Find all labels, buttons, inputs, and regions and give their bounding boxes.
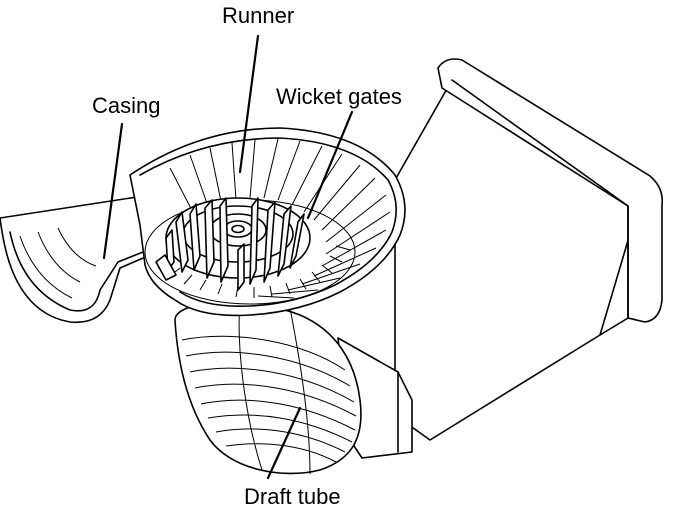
casing-label: Casing <box>92 93 160 118</box>
outlet-duct <box>337 58 664 459</box>
wicket-gates-label: Wicket gates <box>276 84 402 109</box>
draft-tube-label: Draft tube <box>244 484 341 509</box>
runner-leader <box>238 34 260 174</box>
wicket-gates-leader <box>306 110 354 220</box>
draft-tube-body <box>174 299 362 475</box>
draft-tube-leader <box>266 406 302 480</box>
casing-leader <box>102 122 124 260</box>
runner-label: Runner <box>222 3 294 28</box>
leader-lines <box>102 34 354 480</box>
runner-assembly <box>155 197 311 291</box>
casing-section <box>0 194 151 324</box>
